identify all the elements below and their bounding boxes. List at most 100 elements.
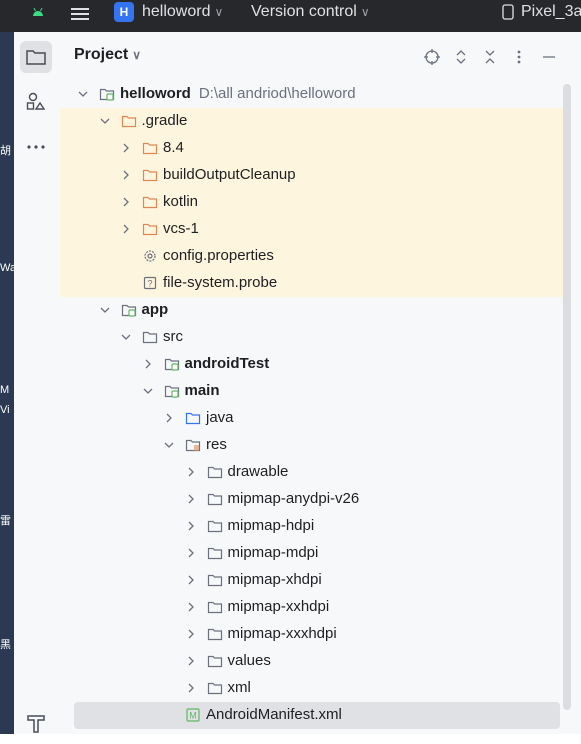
- tree-row[interactable]: androidTest: [60, 351, 566, 378]
- tree-row-label: java: [206, 409, 234, 426]
- tree-row-label: .gradle: [142, 112, 188, 129]
- more-tools-button[interactable]: [20, 131, 52, 163]
- folder-orange-icon: [121, 115, 136, 128]
- tree-row-label: AndroidManifest.xml: [206, 706, 342, 723]
- chevron-right-icon[interactable]: [121, 143, 131, 153]
- tree-row-label: mipmap-xxxhdpi: [228, 625, 337, 642]
- tree-row[interactable]: buildOutputCleanup: [60, 162, 566, 189]
- project-selector[interactable]: helloword∨: [142, 0, 223, 32]
- chevron-right-icon[interactable]: [186, 548, 196, 558]
- tree-row[interactable]: values: [60, 648, 566, 675]
- file-name: src: [163, 328, 183, 345]
- folder-icon: [207, 547, 222, 560]
- panel-title-dropdown[interactable]: Project∨: [74, 46, 141, 64]
- chevron-down-icon[interactable]: [143, 386, 153, 396]
- file-name: mipmap-anydpi-v26: [227, 490, 360, 507]
- tree-row[interactable]: drawable: [60, 459, 566, 486]
- structure-tool-button[interactable]: [20, 86, 52, 118]
- tree-row-label: vcs-1: [163, 220, 199, 237]
- chevron-right-icon[interactable]: [186, 521, 196, 531]
- project-tool-button[interactable]: [20, 41, 52, 73]
- chevron-down-icon: ∨: [132, 48, 142, 62]
- folder-icon: [207, 520, 222, 533]
- tree-row-label: src: [163, 328, 183, 345]
- tree-row-label: kotlin: [163, 193, 198, 210]
- tree-row[interactable]: config.properties: [60, 243, 566, 270]
- unknown-file-icon: ?: [143, 276, 157, 290]
- tree-row[interactable]: ?file-system.probe: [60, 270, 566, 297]
- chevron-down-icon[interactable]: [121, 332, 131, 342]
- file-name: AndroidManifest.xml: [206, 706, 342, 723]
- tree-row[interactable]: mipmap-hdpi: [60, 513, 566, 540]
- file-name: androidTest: [184, 355, 270, 372]
- file-name: mipmap-xxxhdpi: [227, 625, 337, 642]
- folder-orange-icon: [142, 196, 158, 209]
- desktop-background: 胡 Wa M Vi 雷 黑: [0, 32, 16, 734]
- chevron-right-icon[interactable]: [186, 656, 196, 666]
- tree-row-label: mipmap-hdpi: [228, 517, 315, 534]
- folder-icon: [142, 331, 158, 344]
- folder-blue-icon: [185, 412, 201, 425]
- chevron-right-icon[interactable]: [186, 575, 196, 585]
- tree-row[interactable]: kotlin: [60, 189, 566, 216]
- device-name: Pixel_3a: [521, 3, 581, 20]
- more-horizontal-icon: [27, 145, 45, 149]
- file-name: .gradle: [141, 112, 188, 129]
- options-icon[interactable]: [510, 48, 528, 66]
- tree-row[interactable]: mipmap-mdpi: [60, 540, 566, 567]
- collapse-all-icon[interactable]: [481, 48, 499, 66]
- vcs-selector[interactable]: Version control∨: [251, 0, 370, 32]
- folder-icon: [207, 493, 222, 506]
- locate-icon[interactable]: [423, 48, 441, 66]
- build-tool-button[interactable]: [20, 707, 52, 739]
- tree-row-label: config.properties: [163, 247, 274, 264]
- tree-row[interactable]: mipmap-anydpi-v26: [60, 486, 566, 513]
- file-name: helloword: [120, 85, 191, 102]
- tree-row-label: mipmap-xxhdpi: [228, 598, 330, 615]
- chevron-right-icon[interactable]: [121, 197, 131, 207]
- chevron-down-icon[interactable]: [164, 440, 174, 450]
- chevron-right-icon[interactable]: [186, 602, 196, 612]
- chevron-right-icon[interactable]: [143, 359, 153, 369]
- file-name: app: [141, 301, 169, 318]
- hide-icon[interactable]: [540, 48, 558, 66]
- chevron-right-icon[interactable]: [121, 170, 131, 180]
- chevron-right-icon[interactable]: [164, 413, 174, 423]
- tree-row[interactable]: vcs-1: [60, 216, 566, 243]
- file-name: config.properties: [163, 247, 274, 264]
- chevron-down-icon[interactable]: [78, 89, 88, 99]
- tree-row[interactable]: res: [60, 432, 566, 459]
- chevron-down-icon[interactable]: [100, 305, 110, 315]
- tool-window-strip: [14, 32, 61, 734]
- chevron-down-icon[interactable]: [100, 116, 110, 126]
- folder-orange-icon: [142, 142, 158, 155]
- tree-row[interactable]: 8.4: [60, 135, 566, 162]
- tree-row[interactable]: mipmap-xxhdpi: [60, 594, 566, 621]
- vcs-label: Version control: [251, 3, 357, 20]
- expand-all-icon[interactable]: [452, 48, 470, 66]
- tree-row[interactable]: xml: [60, 675, 566, 702]
- tree-row[interactable]: mipmap-xxxhdpi: [60, 621, 566, 648]
- tree-row[interactable]: .gradle: [60, 108, 566, 135]
- panel-header: Project∨: [60, 32, 581, 80]
- chevron-right-icon[interactable]: [186, 629, 196, 639]
- tree-row[interactable]: java: [60, 405, 566, 432]
- chevron-right-icon[interactable]: [121, 224, 131, 234]
- main-menu-button[interactable]: [71, 5, 89, 23]
- chevron-right-icon[interactable]: [186, 467, 196, 477]
- tree-row[interactable]: src: [60, 324, 566, 351]
- chevron-right-icon[interactable]: [186, 494, 196, 504]
- chevron-down-icon: ∨: [214, 5, 224, 19]
- scrollbar[interactable]: [563, 84, 571, 710]
- tree-row[interactable]: app: [60, 297, 566, 324]
- title-bar: H helloword∨ Version control∨ Pixel_3a: [0, 0, 581, 32]
- chevron-right-icon[interactable]: [186, 683, 196, 693]
- tree-row-label: 8.4: [163, 139, 184, 156]
- tree-row[interactable]: main: [60, 378, 566, 405]
- tree-row[interactable]: mipmap-xhdpi: [60, 567, 566, 594]
- tree-row-label: values: [228, 652, 271, 669]
